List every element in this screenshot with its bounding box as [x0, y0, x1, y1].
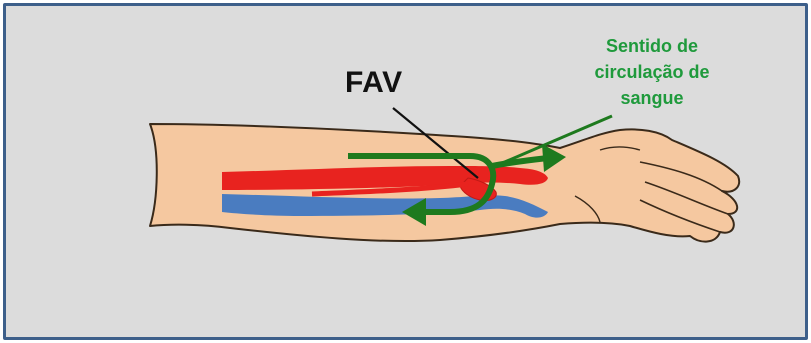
- fav-label: FAV: [345, 66, 403, 100]
- flow-label-line-2: circulação de: [567, 59, 737, 85]
- flow-label-line-3: sangue: [567, 85, 737, 111]
- flow-direction-label: Sentido de circulação de sangue: [567, 33, 737, 111]
- flow-label-line-1: Sentido de: [567, 33, 737, 59]
